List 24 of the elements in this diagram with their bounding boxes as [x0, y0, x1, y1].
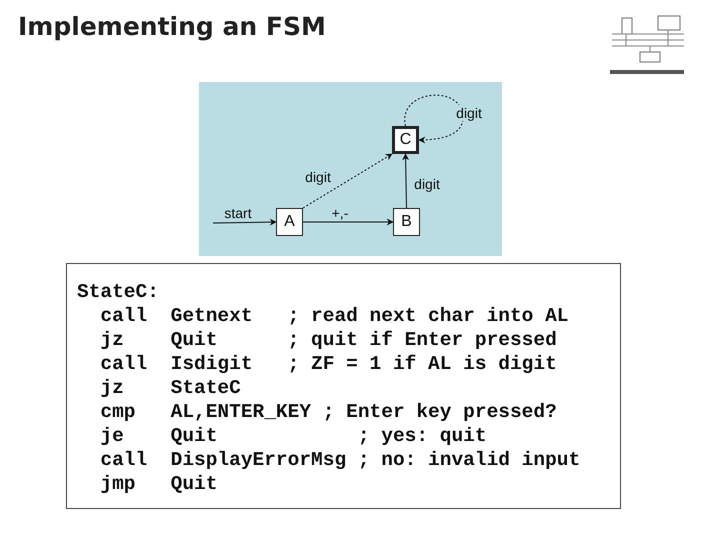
state-label: C [400, 131, 412, 149]
code-line: jz Quit ; quit if Enter pressed [99, 328, 557, 352]
code-line: call DisplayErrorMsg ; no: invalid input [99, 448, 580, 472]
state-label: B [401, 213, 412, 231]
state-label: A [284, 213, 295, 231]
accepting-state-box [392, 126, 419, 154]
code-line: jz StateC [99, 376, 241, 400]
code-line: call Getnext ; read next char into AL [99, 304, 568, 328]
edge-label: digit [304, 169, 332, 185]
code-line: call Isdigit ; ZF = 1 if AL is digit [99, 352, 557, 376]
state-box [393, 208, 420, 236]
arrow [402, 153, 410, 208]
edge-label: digit [455, 105, 483, 121]
edge-label: digit [413, 176, 441, 192]
state-box [276, 208, 303, 236]
code-line: StateC: [77, 280, 159, 304]
arrow [404, 94, 464, 144]
arrow [302, 218, 394, 226]
arrow [212, 218, 277, 226]
arrow [302, 154, 393, 208]
code-line: je Quit ; yes: quit [99, 424, 487, 448]
slide-title: Implementing an FSM [18, 12, 326, 41]
code-line: cmp AL,ENTER_KEY ; Enter key pressed? [99, 400, 557, 424]
code-line: jmp Quit [99, 472, 218, 496]
